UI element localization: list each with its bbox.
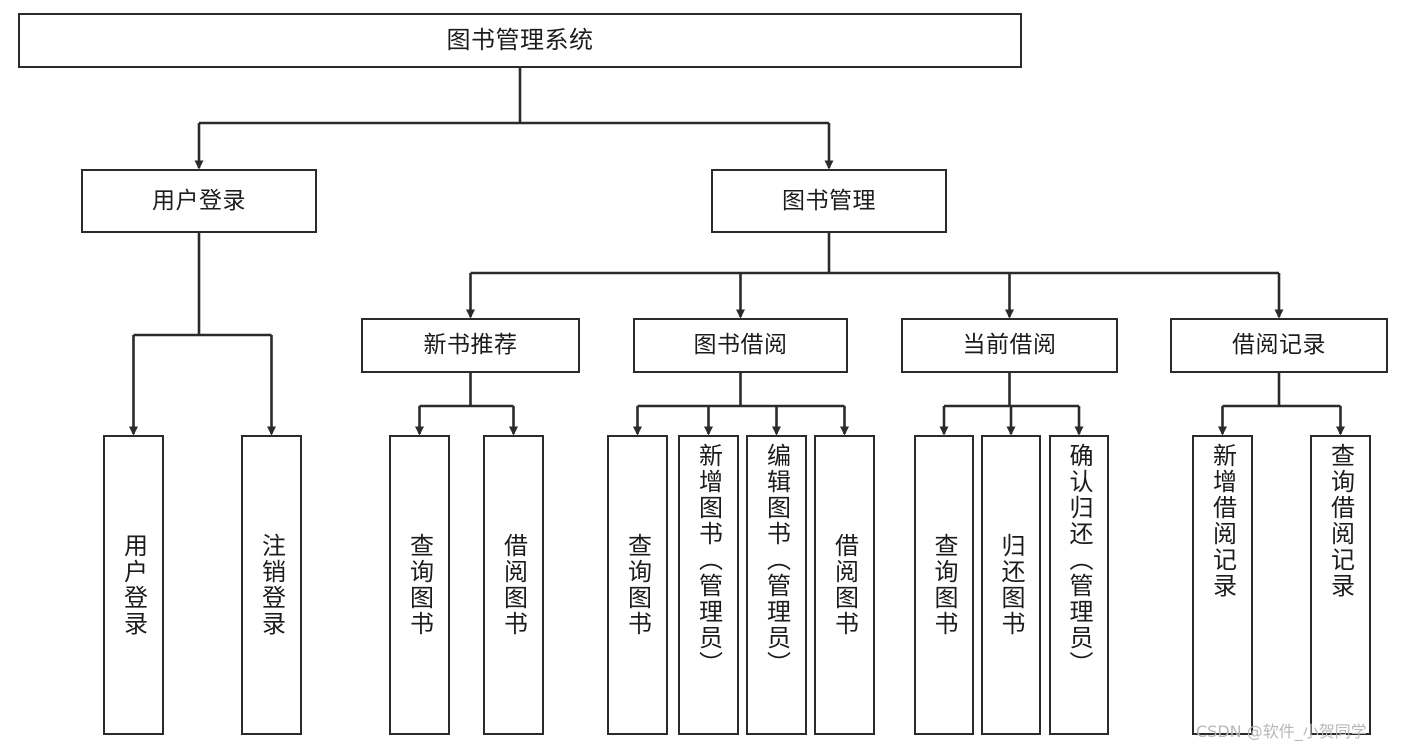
- node-leaf-borrow-2[interactable]: 新增图书（管理员）: [678, 435, 739, 735]
- node-label: 图书管理: [782, 187, 876, 214]
- node-bookmgmt[interactable]: 图书管理: [711, 169, 947, 233]
- node-label: 查询图书: [405, 533, 434, 637]
- node-label: 编辑图书（管理员）: [762, 443, 791, 677]
- node-label: 新增图书（管理员）: [694, 443, 723, 677]
- node-leaf-new-2[interactable]: 借阅图书: [483, 435, 544, 735]
- node-label: 归还图书: [997, 533, 1025, 637]
- edges: [129, 68, 1345, 436]
- node-label: 新增借阅记录: [1208, 443, 1237, 599]
- node-current[interactable]: 当前借阅: [901, 318, 1118, 373]
- node-root[interactable]: 图书管理系统: [18, 13, 1022, 68]
- node-leaf-cur-2[interactable]: 归还图书: [981, 435, 1041, 735]
- node-label: 确认归还（管理员）: [1065, 443, 1093, 677]
- node-leaf-borrow-1[interactable]: 查询图书: [607, 435, 668, 735]
- node-leaf-rec-2[interactable]: 查询借阅记录: [1310, 435, 1371, 735]
- node-records[interactable]: 借阅记录: [1170, 318, 1388, 373]
- node-leaf-borrow-4[interactable]: 借阅图书: [814, 435, 875, 735]
- node-label: 借阅图书: [499, 533, 528, 637]
- watermark-csdn: CSDN @软件_小贺同学: [1196, 722, 1367, 741]
- node-label: 查询图书: [623, 533, 652, 637]
- node-leaf-cur-1[interactable]: 查询图书: [914, 435, 974, 735]
- node-leaf-login-2[interactable]: 注销登录: [241, 435, 302, 735]
- node-label: 注销登录: [257, 533, 286, 637]
- node-leaf-rec-1[interactable]: 新增借阅记录: [1192, 435, 1253, 735]
- node-label: 用户登录: [152, 187, 246, 214]
- node-login[interactable]: 用户登录: [81, 169, 317, 233]
- node-borrow[interactable]: 图书借阅: [633, 318, 848, 373]
- node-label: 当前借阅: [962, 332, 1057, 359]
- node-label: 图书管理系统: [446, 25, 594, 54]
- node-leaf-login-1[interactable]: 用户登录: [103, 435, 164, 735]
- node-label: 查询借阅记录: [1326, 443, 1355, 599]
- node-leaf-cur-3[interactable]: 确认归还（管理员）: [1049, 435, 1109, 735]
- node-leaf-borrow-3[interactable]: 编辑图书（管理员）: [746, 435, 807, 735]
- node-label: 图书借阅: [693, 332, 788, 359]
- node-leaf-new-1[interactable]: 查询图书: [389, 435, 450, 735]
- node-label: 借阅图书: [830, 533, 859, 637]
- node-label: 新书推荐: [423, 332, 518, 359]
- node-label: 用户登录: [119, 533, 148, 637]
- node-label: 借阅记录: [1232, 332, 1326, 359]
- node-label: 查询图书: [930, 533, 958, 637]
- node-newbook[interactable]: 新书推荐: [361, 318, 580, 373]
